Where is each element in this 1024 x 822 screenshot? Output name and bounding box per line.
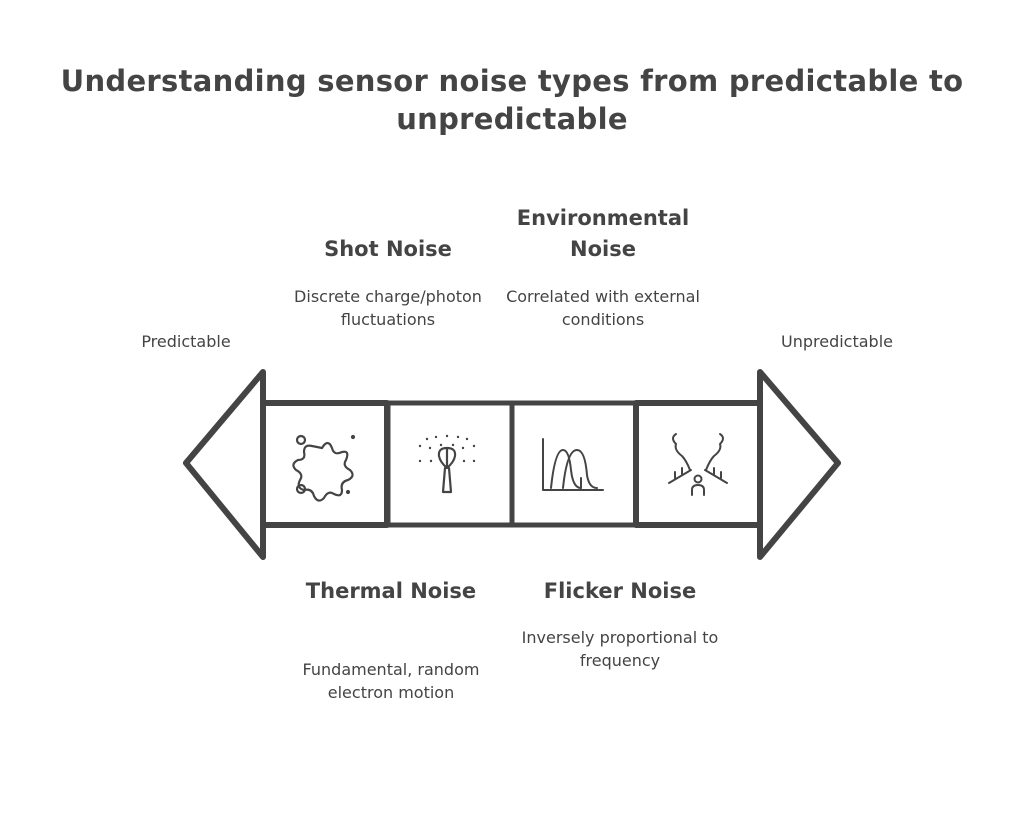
distribution-curves-icon — [542, 438, 604, 491]
flicker-noise-desc: Inversely proportional to frequency — [521, 628, 719, 670]
environmental-noise-desc: Correlated with external conditions — [506, 287, 700, 329]
environment-trees-person-icon — [668, 433, 728, 496]
shot-noise-label: Shot Noise — [324, 237, 452, 261]
splash-icon — [292, 434, 356, 502]
thermal-noise-label: Thermal Noise — [305, 579, 477, 603]
box-3 — [509, 400, 639, 528]
thermal-noise-desc: Fundamental, random electron motion — [302, 660, 480, 702]
shot-noise-desc: Discrete charge/photon fluctuations — [294, 287, 482, 329]
left-arrowhead — [183, 369, 266, 560]
label-predictable: Predictable — [141, 332, 231, 351]
label-unpredictable: Unpredictable — [781, 332, 893, 351]
page-title: Understanding sensor noise types from pr… — [60, 64, 964, 136]
right-arrowhead — [757, 369, 841, 560]
box-1 — [260, 400, 390, 528]
box-4 — [633, 400, 763, 528]
environmental-noise-label: Environmental Noise — [516, 206, 690, 261]
sprinkler-icon — [418, 434, 476, 494]
flicker-noise-label: Flicker Noise — [543, 579, 697, 603]
